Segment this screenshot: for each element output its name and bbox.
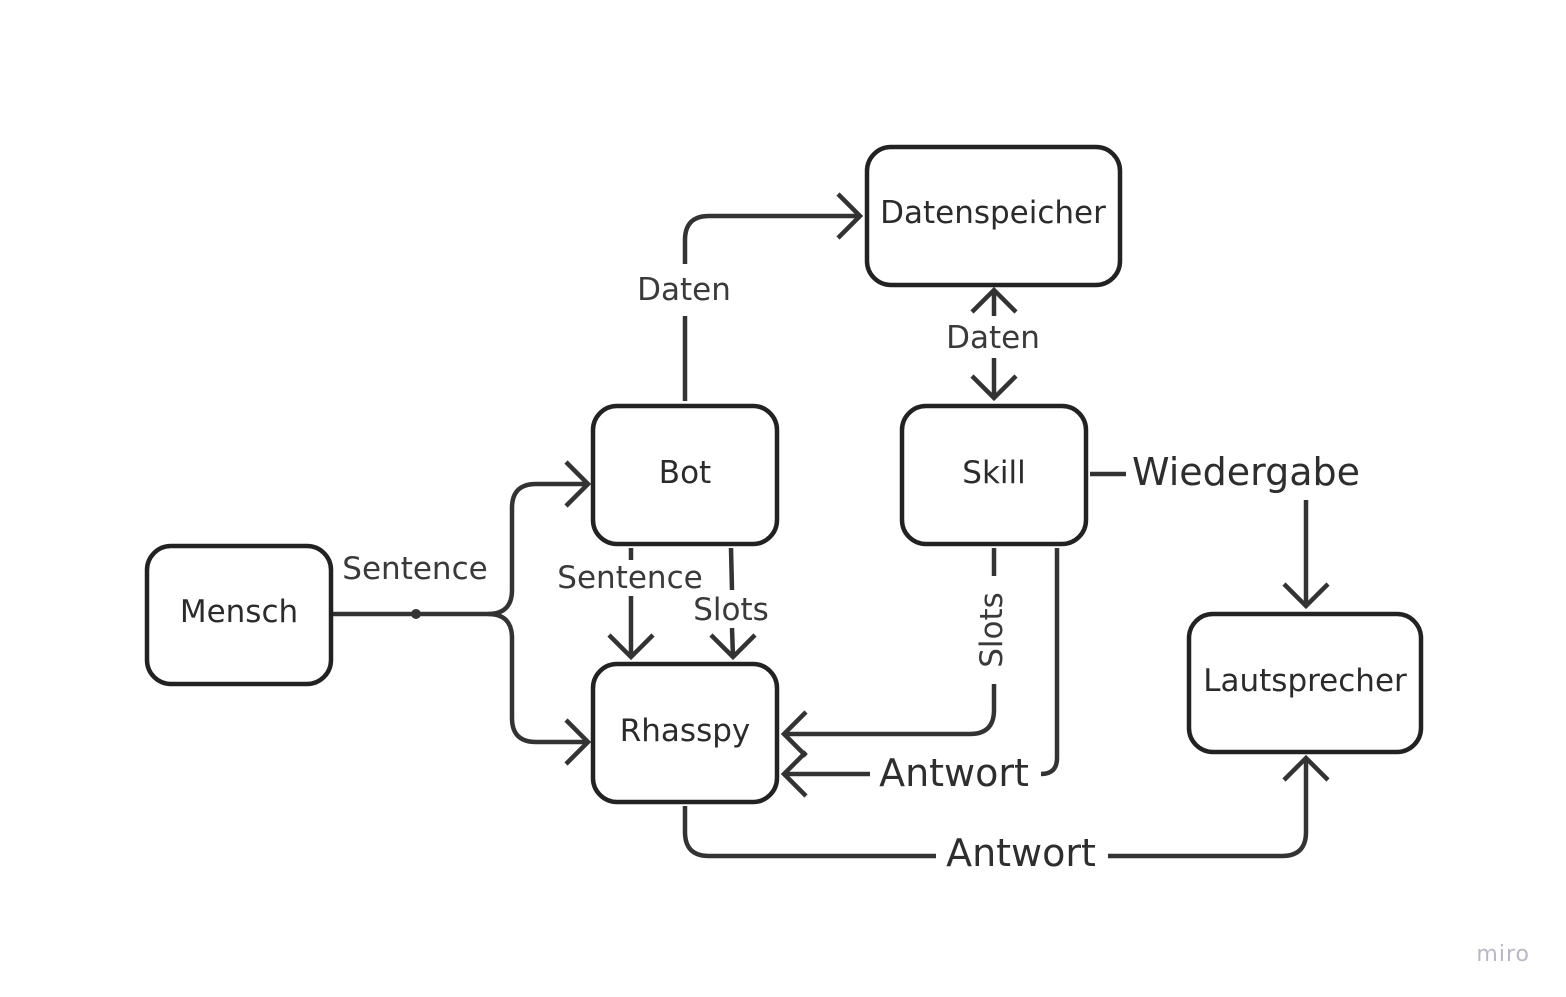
node-skill[interactable]: Skill — [899, 403, 1089, 547]
node-datenspeicher[interactable]: Datenspeicher — [864, 144, 1123, 288]
junction-dot — [411, 609, 421, 619]
edge-junction-rhasspy — [487, 611, 588, 745]
edge-label-skill-wiedergabe: Wiedergabe — [1132, 450, 1360, 494]
node-datenspeicher-label: Datenspeicher — [880, 195, 1106, 231]
arrowhead-into-lautsprecher-top — [1282, 582, 1330, 610]
edge-skill-antwort — [1040, 548, 1060, 777]
edge-skill-slots — [784, 684, 997, 737]
edge-label-bot-daten: Daten — [637, 272, 731, 308]
node-mensch-label: Mensch — [180, 594, 298, 630]
edge-label-skill-slots: Slots — [974, 592, 1010, 668]
node-mensch[interactable]: Mensch — [144, 543, 334, 687]
edge-bot-datenspeicher-upper — [682, 213, 860, 264]
node-bot-label: Bot — [659, 455, 711, 491]
edge-label-bot-rhasspy-sentence: Sentence — [557, 560, 702, 596]
edge-label-mensch-sentence: Sentence — [342, 551, 487, 587]
edge-label-rhasspy-antwort: Antwort — [946, 831, 1096, 875]
node-lautsprecher[interactable]: Lautsprecher — [1186, 611, 1424, 755]
arrowhead-into-skill — [970, 374, 1018, 402]
edge-bot-rhasspy-slots — [729, 627, 736, 658]
miro-watermark: miro — [1476, 942, 1530, 967]
arrowhead-into-bot — [564, 460, 592, 508]
arrowhead-into-lautsprecher-bottom — [1282, 754, 1330, 782]
arrowhead-into-datenspeicher — [836, 192, 864, 240]
edge-label-speicher-skill-daten: Daten — [946, 320, 1040, 356]
arrowhead-into-rhasspy-left — [564, 718, 592, 766]
edge-label-skill-antwort: Antwort — [879, 751, 1029, 795]
arrowhead-slots-into-rhasspy — [709, 633, 757, 661]
edge-rhasspy-antwort-left — [682, 806, 936, 859]
arrowhead-into-datenspeicher-bottom — [970, 286, 1018, 314]
node-rhasspy[interactable]: Rhasspy — [590, 661, 780, 805]
edge-junction-bot — [487, 481, 588, 617]
edge-label-bot-rhasspy-slots: Slots — [693, 592, 769, 628]
node-lautsprecher-label: Lautsprecher — [1203, 663, 1407, 699]
node-rhasspy-label: Rhasspy — [620, 713, 751, 749]
arrowhead-sentence-into-rhasspy — [607, 633, 655, 661]
edge-bot-rhasspy-slots-top — [728, 547, 735, 591]
node-bot[interactable]: Bot — [590, 403, 780, 547]
edge-rhasspy-antwort-right — [1108, 758, 1309, 859]
arrowhead-antwort-into-rhasspy — [780, 750, 808, 798]
arrowhead-skill-slots-into-rhasspy — [780, 710, 808, 758]
node-skill-label: Skill — [962, 455, 1025, 491]
